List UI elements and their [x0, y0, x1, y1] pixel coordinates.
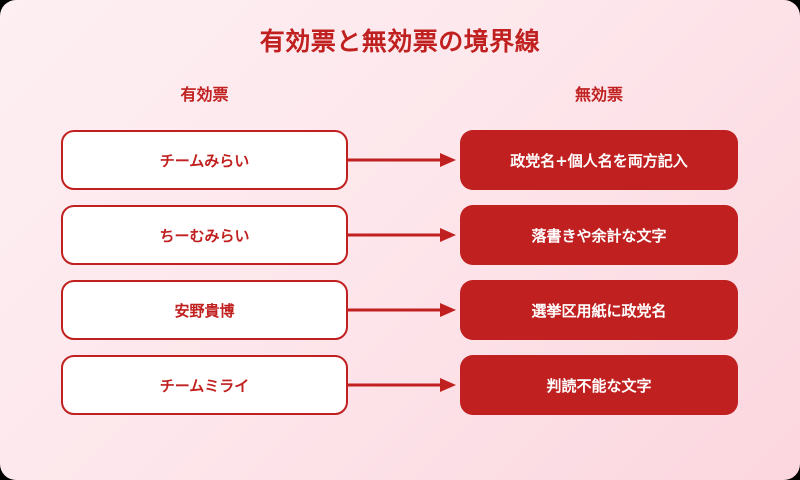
- valid-vote-box: ちーむみらい: [61, 205, 348, 265]
- valid-vote-box: チームみらい: [61, 130, 348, 190]
- arrow-right-icon: [348, 227, 458, 243]
- diagram-row: ちーむみらい 落書きや余計な文字: [0, 205, 800, 265]
- invalid-vote-box: 政党名+個人名を両方記入: [460, 130, 738, 190]
- page-title: 有効票と無効票の境界線: [259, 27, 541, 56]
- invalid-vote-box: 落書きや余計な文字: [460, 205, 738, 265]
- diagram-row: 安野貴博 選挙区用紙に政党名: [0, 280, 800, 340]
- valid-vote-box: チームミライ: [61, 355, 348, 415]
- valid-vote-box: 安野貴博: [61, 280, 348, 340]
- invalid-vote-box: 選挙区用紙に政党名: [460, 280, 738, 340]
- column-header-invalid: 無効票: [574, 85, 623, 104]
- arrow-right-icon: [348, 152, 458, 168]
- column-header-valid: 有効票: [180, 85, 229, 104]
- diagram-row: チームミライ 判読不能な文字: [0, 355, 800, 415]
- diagram-row: チームみらい 政党名+個人名を両方記入: [0, 130, 800, 190]
- arrow-right-icon: [348, 302, 458, 318]
- arrow-right-icon: [348, 377, 458, 393]
- invalid-vote-box: 判読不能な文字: [460, 355, 738, 415]
